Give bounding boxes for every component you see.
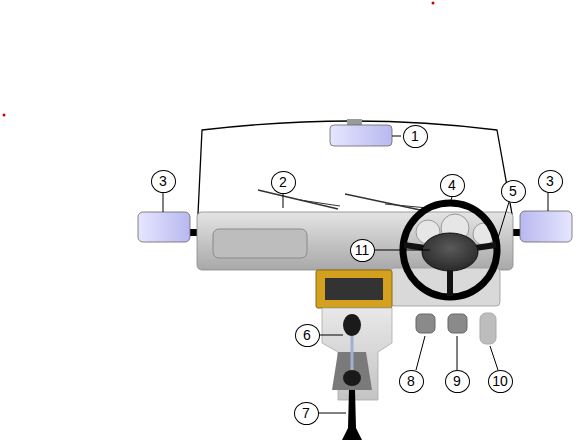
accelerator-pedal — [480, 313, 496, 344]
callout-number: 8 — [399, 370, 424, 393]
radio-display — [325, 278, 383, 300]
gear-base — [343, 370, 361, 386]
callout-number: 1 — [403, 125, 428, 148]
side-mirror — [520, 211, 572, 242]
callout-number: 3 — [151, 170, 176, 193]
callout-number: 3 — [538, 170, 563, 193]
callout-number: 4 — [440, 174, 465, 197]
callout-number: 5 — [501, 180, 526, 203]
dashboard — [197, 212, 513, 270]
callout-number: 9 — [445, 370, 470, 393]
rear-view-mirror — [330, 125, 392, 146]
brake-pedal — [448, 314, 467, 333]
callout-number: 2 — [271, 171, 296, 194]
center-console — [322, 308, 392, 400]
callout-number: 11 — [350, 239, 375, 262]
wheel-hub — [422, 233, 478, 271]
callout-number: 7 — [294, 402, 319, 425]
leader-lines — [163, 136, 548, 413]
callout-number: 10 — [488, 370, 513, 393]
gear-knob — [343, 314, 361, 336]
wiper — [300, 200, 340, 206]
handbrake — [342, 390, 362, 440]
gear-shaft — [351, 330, 354, 372]
red-dot — [432, 2, 435, 5]
clutch-pedal — [416, 314, 435, 333]
red-dot — [3, 114, 6, 117]
wiper — [345, 194, 425, 211]
center-console-frame — [316, 270, 392, 308]
callout-number: 6 — [295, 324, 320, 347]
side-mirror — [138, 212, 190, 242]
glovebox — [213, 229, 307, 258]
wiper — [258, 190, 338, 209]
windshield — [198, 121, 512, 214]
wiper — [385, 204, 428, 208]
